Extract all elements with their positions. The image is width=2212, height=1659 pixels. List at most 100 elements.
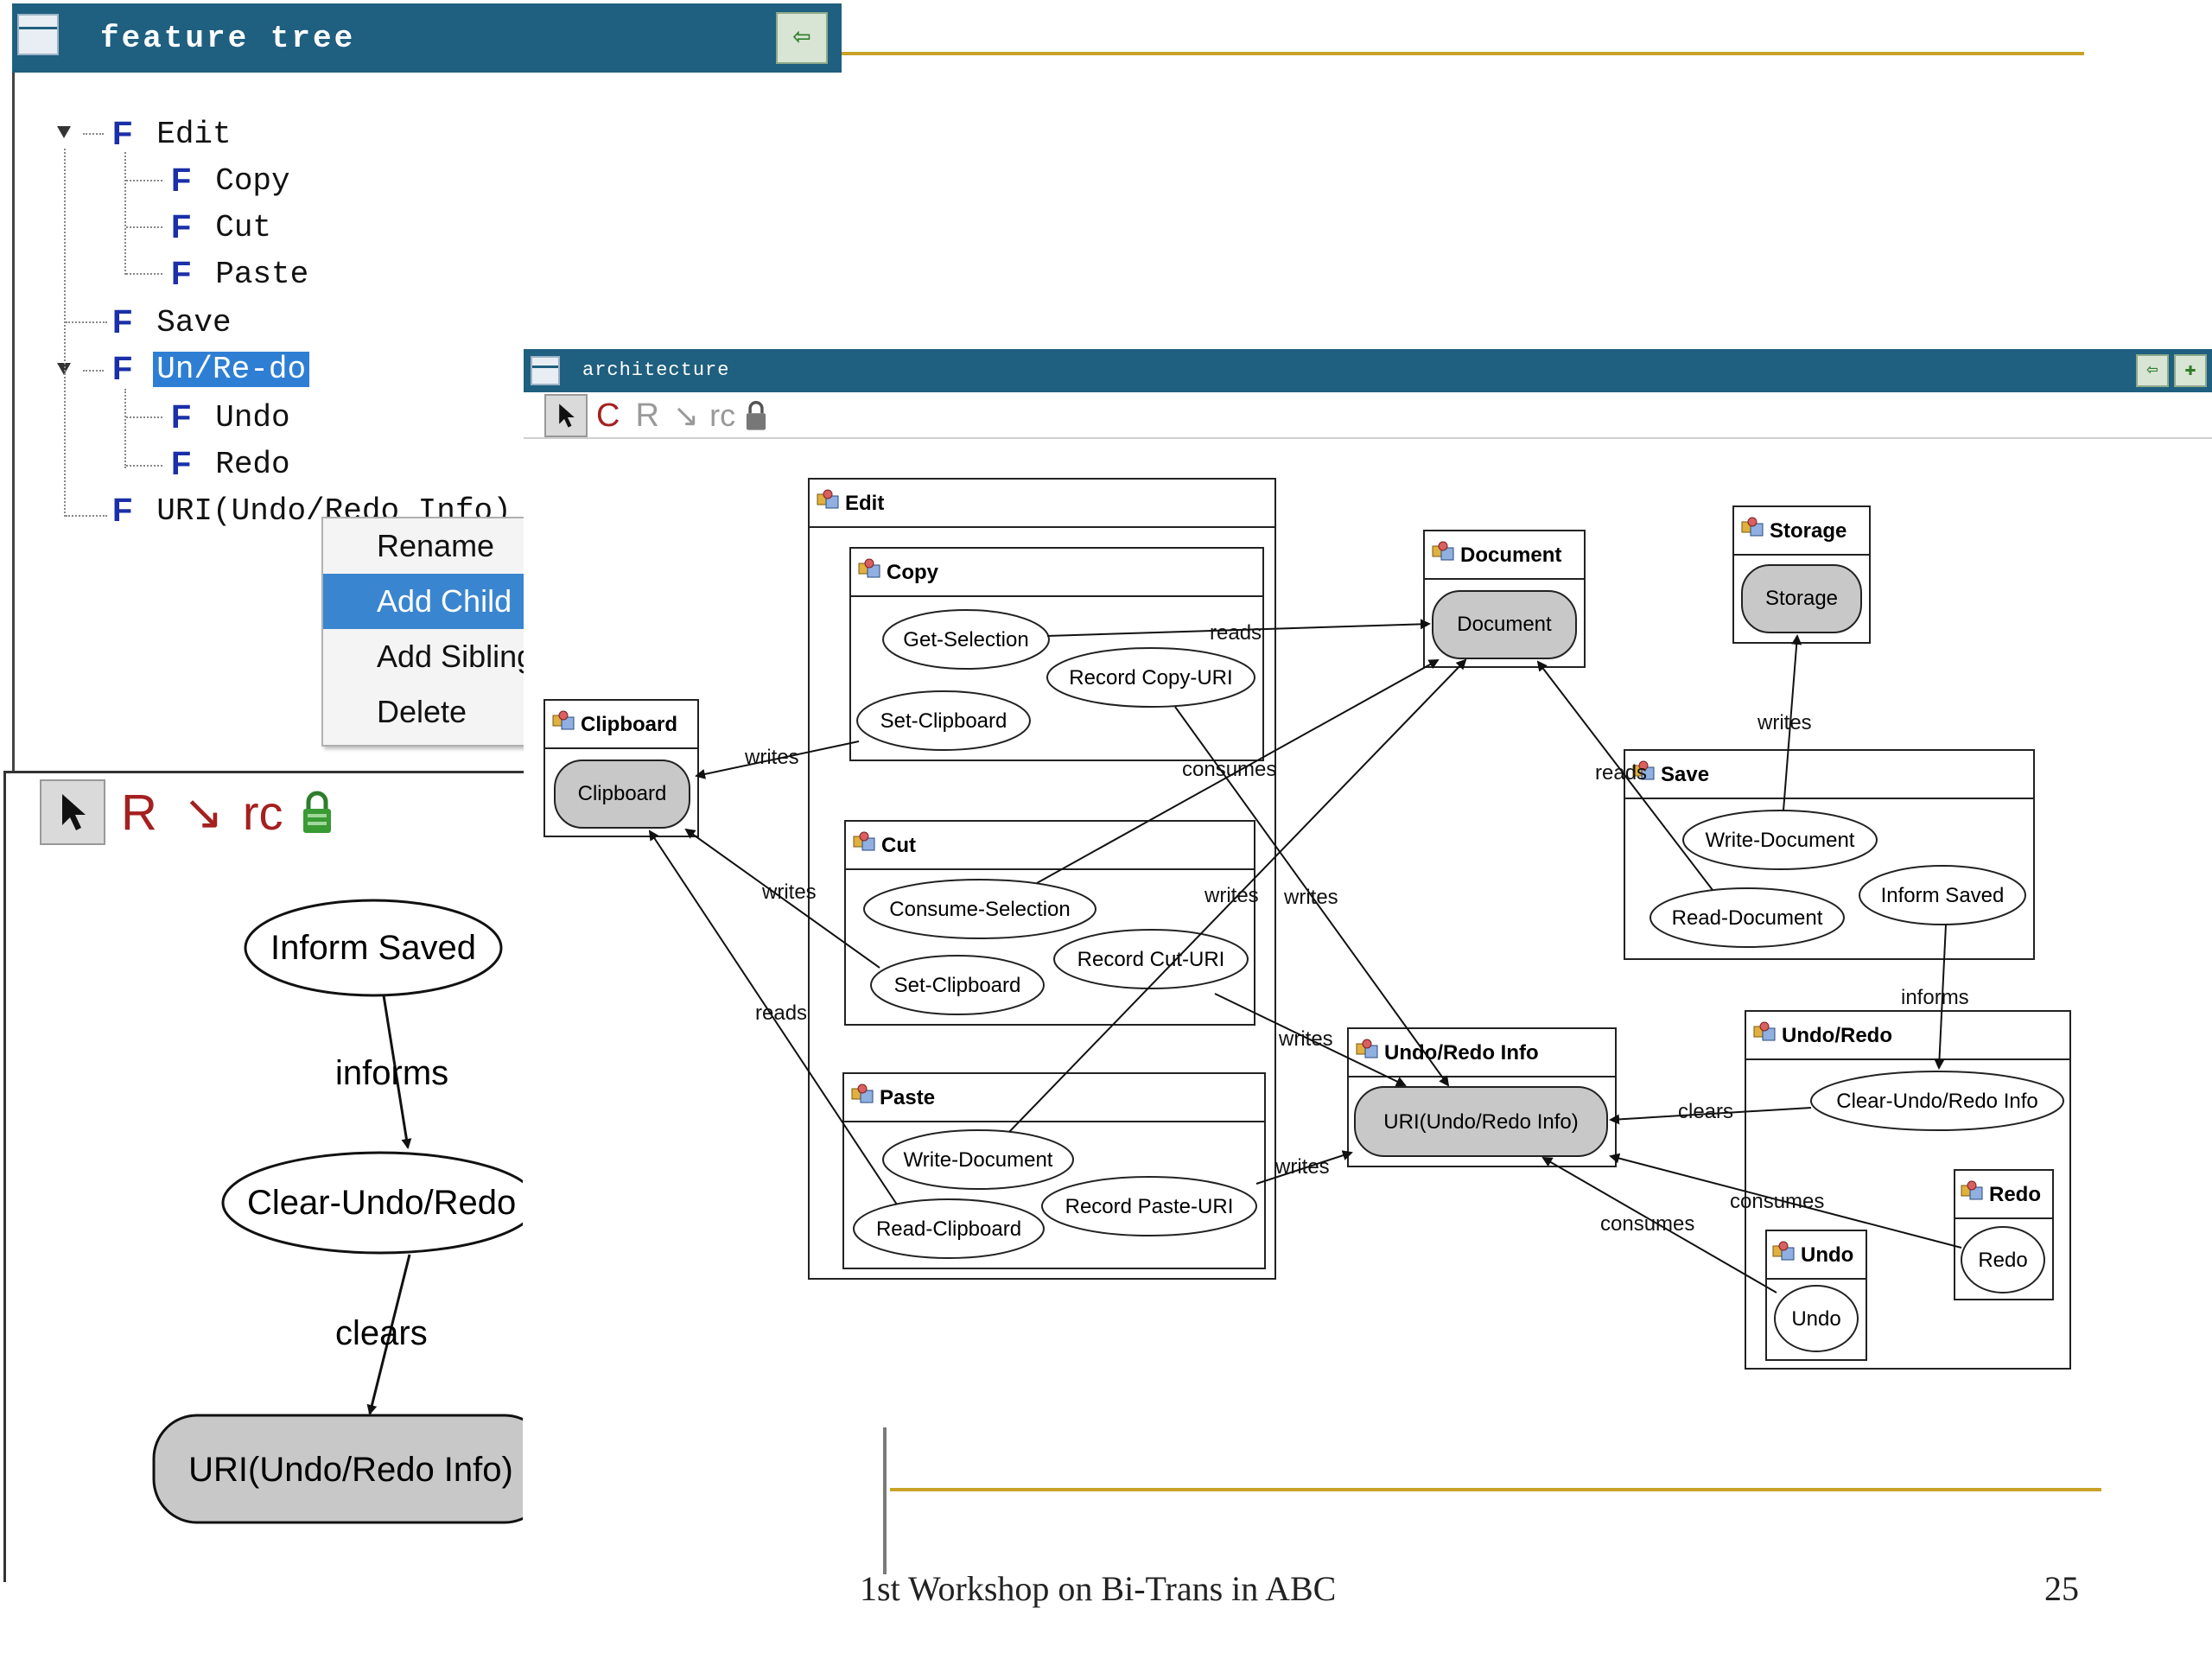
tree-line [124, 152, 126, 275]
write-document-paste-node[interactable]: Write-Document [882, 1129, 1074, 1190]
read-document-node[interactable]: Read-Document [1649, 887, 1845, 948]
select-tool-button[interactable] [40, 779, 105, 845]
menu-item-delete[interactable]: Delete [377, 694, 467, 729]
node-label: Read-Clipboard [876, 1217, 1021, 1241]
edge-read-clipboard-reads-clipboard [648, 830, 898, 1205]
relation-tool-button[interactable]: R [121, 784, 157, 841]
read-clipboard-node[interactable]: Read-Clipboard [853, 1198, 1045, 1259]
clears-label: clears [335, 1314, 428, 1352]
inform-saved-node[interactable] [244, 899, 503, 997]
lock-icon[interactable] [300, 790, 334, 835]
tree-item-label: Redo [215, 446, 290, 482]
feature-icon: F [171, 445, 192, 482]
node-label: Storage [1765, 587, 1838, 610]
consume-selection-node[interactable]: Consume-Selection [863, 879, 1096, 939]
detail-toolbar: R ↘ rc [40, 778, 334, 847]
save-box-title: Save [1661, 763, 1709, 786]
node-label: Redo [1978, 1249, 2027, 1272]
get-selection-node[interactable]: Get-Selection [882, 609, 1050, 670]
node-label: Set-Clipboard [880, 709, 1007, 733]
arrow-tool-icon[interactable]: ↘ [672, 397, 700, 433]
edge-label-writes: writes [1283, 886, 1338, 909]
edge-label-writes: writes [744, 746, 799, 769]
write-document-save-node[interactable]: Write-Document [1682, 810, 1878, 870]
detail-diagram: Inform Saved informs Clear-Undo/Redo cle… [152, 899, 523, 1524]
clipboard-box-title: Clipboard [581, 713, 677, 736]
inform-saved-node[interactable]: Inform Saved [1859, 865, 2026, 925]
architecture-titlebar: architecture ⇦ ✚ [524, 349, 2212, 392]
edge-record-copy-writes-uri [1174, 706, 1450, 1087]
undo-redo-box-title: Undo/Redo [1782, 1024, 1892, 1047]
rc-tool-button[interactable]: rc [709, 397, 736, 433]
storage-node[interactable]: Storage [1741, 564, 1862, 633]
select-tool-button[interactable] [544, 394, 588, 437]
tree-line [126, 273, 162, 275]
expand-edit-icon[interactable] [57, 126, 71, 138]
edge-label-consumes: consumes [1600, 1212, 1694, 1236]
edit-box-title: Edit [845, 492, 884, 515]
clear-undo-redo-info-node[interactable]: Clear-Undo/Redo Info [1810, 1071, 2064, 1131]
maximize-button[interactable]: ✚ [2174, 354, 2207, 387]
menu-item-rename[interactable]: Rename [377, 528, 495, 563]
edge-redo-consumes-uri [1609, 1153, 1962, 1249]
window-icon [17, 14, 59, 55]
edge-undo-consumes-uri [1541, 1156, 1777, 1294]
edge-record-cut-writes-uri [1214, 993, 1407, 1087]
architecture-title: architecture [582, 359, 730, 381]
node-label: Consume-Selection [889, 898, 1070, 921]
window-icon [531, 356, 560, 385]
pointer-icon [559, 404, 575, 428]
feature-icon: F [171, 162, 192, 199]
component-tool-button[interactable]: C [596, 397, 620, 434]
lock-icon[interactable] [744, 400, 768, 431]
rc-tool-button[interactable]: rc [242, 785, 283, 840]
node-label: Undo [1791, 1307, 1840, 1331]
undo-node[interactable]: Undo [1774, 1285, 1859, 1352]
feature-icon: F [171, 398, 192, 435]
edge-label-writes: writes [1274, 1155, 1330, 1179]
tree-item-label: Edit [156, 116, 232, 152]
clear-undo-redo-node[interactable] [221, 1151, 523, 1255]
clears-edge [366, 1254, 411, 1415]
edge-label-reads: reads [1595, 761, 1647, 785]
menu-item-add-sibling[interactable]: Add Sibling [377, 639, 535, 674]
informs-label: informs [335, 1054, 448, 1092]
header-rule [838, 52, 2084, 55]
tree-item-label: Cut [215, 209, 272, 245]
minimize-button[interactable]: ⇦ [2136, 354, 2169, 387]
record-copy-uri-node[interactable]: Record Copy-URI [1046, 647, 1255, 708]
redo-node[interactable]: Redo [1961, 1226, 2045, 1294]
tree-item-redo[interactable]: F Redo [171, 442, 294, 486]
relation-tool-button[interactable]: R [635, 397, 659, 434]
tree-item-label: Undo [215, 399, 290, 435]
tree-line [124, 389, 126, 468]
node-label: Clear-Undo/Redo Info [1836, 1090, 2037, 1113]
arrow-tool-icon[interactable]: ↘ [182, 785, 224, 839]
page-number: 25 [2044, 1569, 2079, 1608]
tree-line [66, 515, 107, 517]
edge-label-writes: writes [1204, 884, 1259, 907]
tree-item-undo[interactable]: F Undo [171, 396, 294, 439]
tree-item-label: Save [156, 304, 232, 340]
uri-node[interactable]: URI(Undo/Redo Info) [1354, 1086, 1608, 1157]
record-paste-uri-node[interactable]: Record Paste-URI [1041, 1176, 1257, 1236]
record-cut-uri-node[interactable]: Record Cut-URI [1053, 929, 1249, 989]
feature-icon: F [171, 208, 192, 245]
clipboard-node[interactable]: Clipboard [554, 760, 690, 829]
edge-clear-clears-uri [1609, 1107, 1812, 1125]
edge-read-document-reads-document [1536, 660, 1713, 891]
tree-item-cut[interactable]: F Cut [171, 206, 275, 249]
uri-node[interactable] [152, 1414, 523, 1524]
feature-tree-titlebar: feature tree ⇦ [12, 3, 842, 73]
edge-record-paste-writes-uri [1255, 1150, 1353, 1185]
set-clipboard-cut-node[interactable]: Set-Clipboard [870, 955, 1045, 1015]
minimize-button[interactable]: ⇦ [776, 12, 828, 64]
document-node[interactable]: Document [1432, 590, 1577, 659]
set-clipboard-copy-node[interactable]: Set-Clipboard [856, 690, 1031, 751]
edge-label-writes: writes [1757, 711, 1812, 734]
